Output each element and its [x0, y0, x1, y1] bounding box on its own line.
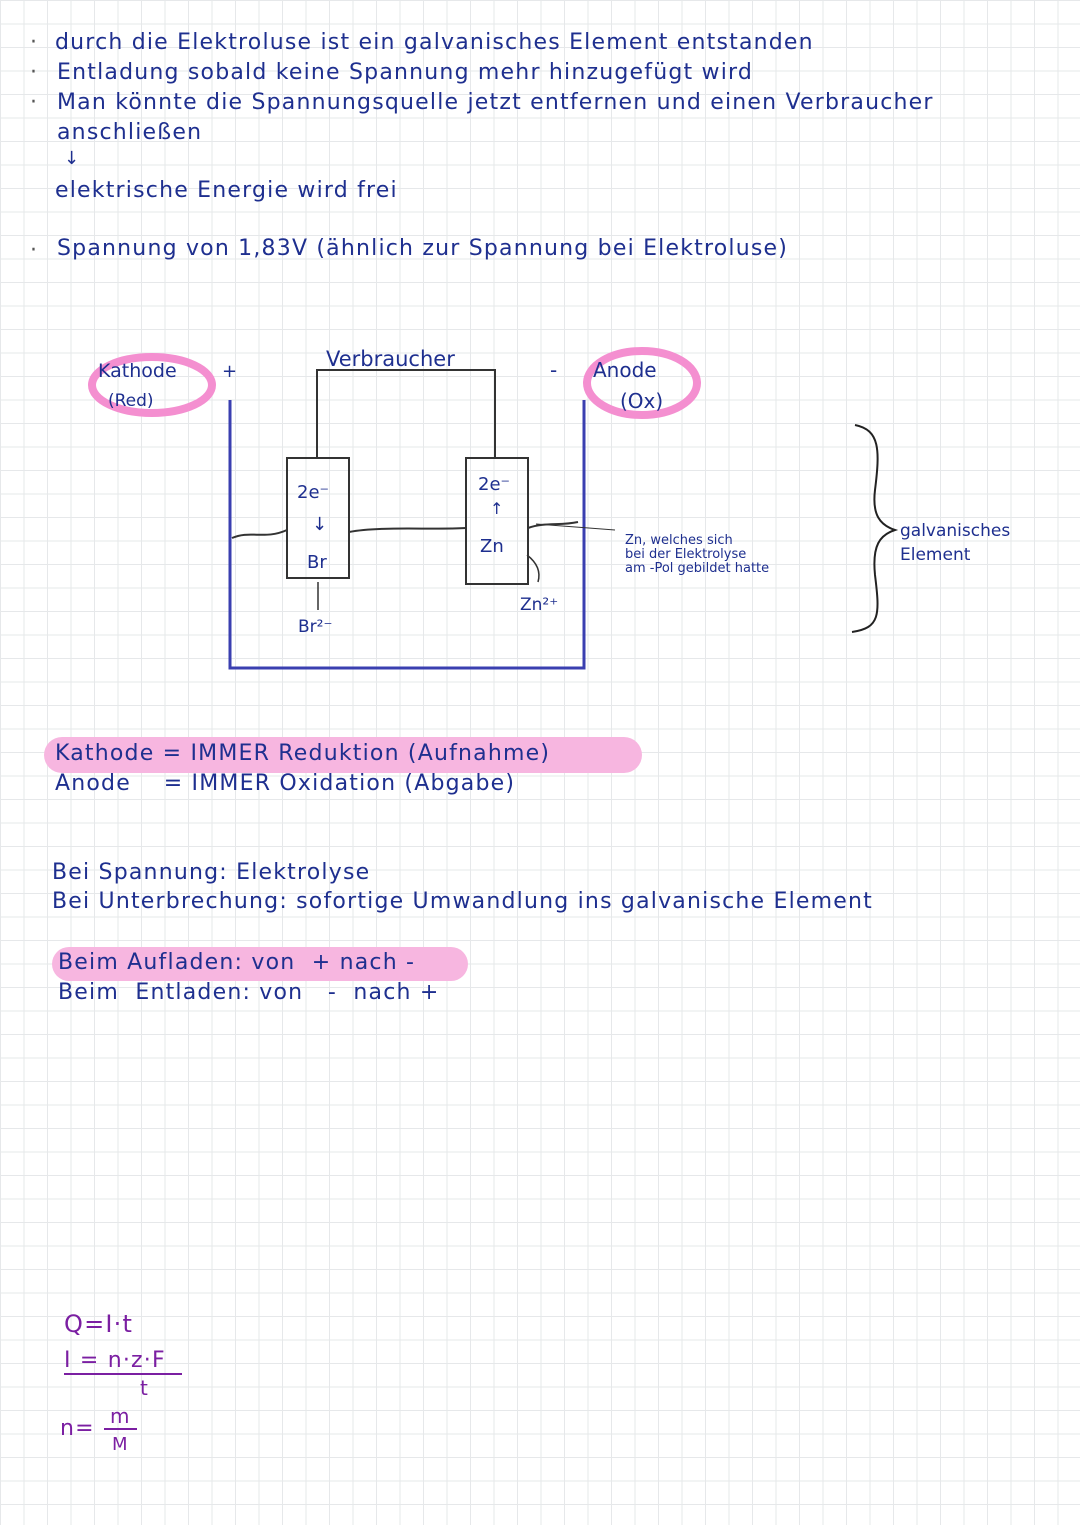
formula-moles-left: n=: [60, 1416, 95, 1441]
electrolyte-surface: [348, 527, 467, 533]
anode-highlight: [583, 347, 701, 419]
interrupt-mode: Bei Unterbrechung: sofortige Umwandlung …: [52, 889, 873, 914]
arrow-down-icon: ↓: [312, 514, 327, 535]
brace-label-2: Element: [900, 545, 971, 565]
bullet-dot: ·: [30, 238, 37, 263]
consumer-label: Verbraucher: [326, 347, 455, 371]
voltage-mode: Bei Spannung: Elektrolyse: [52, 860, 371, 885]
cathode-label: Kathode: [98, 360, 177, 382]
rule-highlight: [44, 737, 642, 773]
anode-sub: (Ox): [620, 389, 663, 413]
note-line-4: anschließen: [57, 120, 203, 145]
plus-sign: +: [222, 361, 237, 382]
formula-charge: Q=I·t: [64, 1310, 134, 1338]
beaker: [228, 400, 586, 670]
cathode-sub: (Red): [108, 391, 154, 411]
energy-line: elektrische Energie wird frei: [55, 178, 398, 203]
zn-note-2: bei der Elektrolyse: [625, 547, 746, 562]
note-line-2: Entladung sobald keine Spannung mehr hin…: [57, 60, 754, 85]
cathode-rule: Kathode = IMMER Reduktion (Aufnahme): [55, 741, 551, 766]
brace: [851, 424, 899, 633]
zn-note-1: Zn, welches sich: [625, 533, 733, 548]
cathode-highlight: [88, 353, 216, 417]
anode-electrode: [465, 457, 529, 585]
ion-arrow: [526, 554, 540, 583]
bullet-dot: ·: [30, 60, 37, 85]
charging-line: Beim Aufladen: von + nach -: [58, 950, 416, 975]
anode-label: Anode: [593, 358, 657, 382]
zinc-ion: Zn²⁺: [520, 595, 558, 615]
formula-moles-numerator: m: [104, 1404, 137, 1430]
zinc-label: Zn: [480, 536, 504, 557]
note-line-1: durch die Elektroluse ist ein galvanisch…: [55, 30, 814, 55]
cathode-electrode: [286, 457, 350, 579]
zn-note-3: am -Pol gebildet hatte: [625, 561, 769, 576]
minus-sign: -: [550, 358, 557, 382]
electrolyte-surface: [527, 521, 579, 529]
charge-highlight: [52, 947, 468, 981]
pointer-line: [535, 523, 616, 531]
galvanic-cell-diagram: Kathode (Red) + Verbraucher - Anode (Ox)…: [88, 347, 1010, 670]
bullet-dot: ·: [30, 90, 37, 115]
electrolyte-surface: [231, 529, 288, 539]
bromine-label: Br: [307, 552, 327, 573]
arrow-up-icon: ↑: [490, 499, 503, 518]
wire: [316, 369, 496, 458]
formula-current-denominator: t: [140, 1376, 150, 1400]
down-arrow-icon: ↓: [64, 148, 81, 169]
electrons-right: 2e⁻: [478, 474, 510, 495]
bullet-dot: ·: [30, 30, 37, 55]
voltage-line: Spannung von 1,83V (ähnlich zur Spannung…: [57, 236, 789, 261]
formula-moles-denominator: M: [112, 1434, 129, 1455]
formula-current-numerator: I = n·z·F: [64, 1348, 182, 1375]
electrons-left: 2e⁻: [297, 482, 329, 503]
anode-rule: Anode = IMMER Oxidation (Abgabe): [55, 771, 516, 796]
discharging-line: Beim Entladen: von - nach +: [58, 980, 440, 1005]
bromide-ion: Br²⁻: [298, 617, 332, 637]
brace-label-1: galvanisches: [900, 521, 1010, 541]
note-line-3: Man könnte die Spannungsquelle jetzt ent…: [57, 90, 934, 115]
